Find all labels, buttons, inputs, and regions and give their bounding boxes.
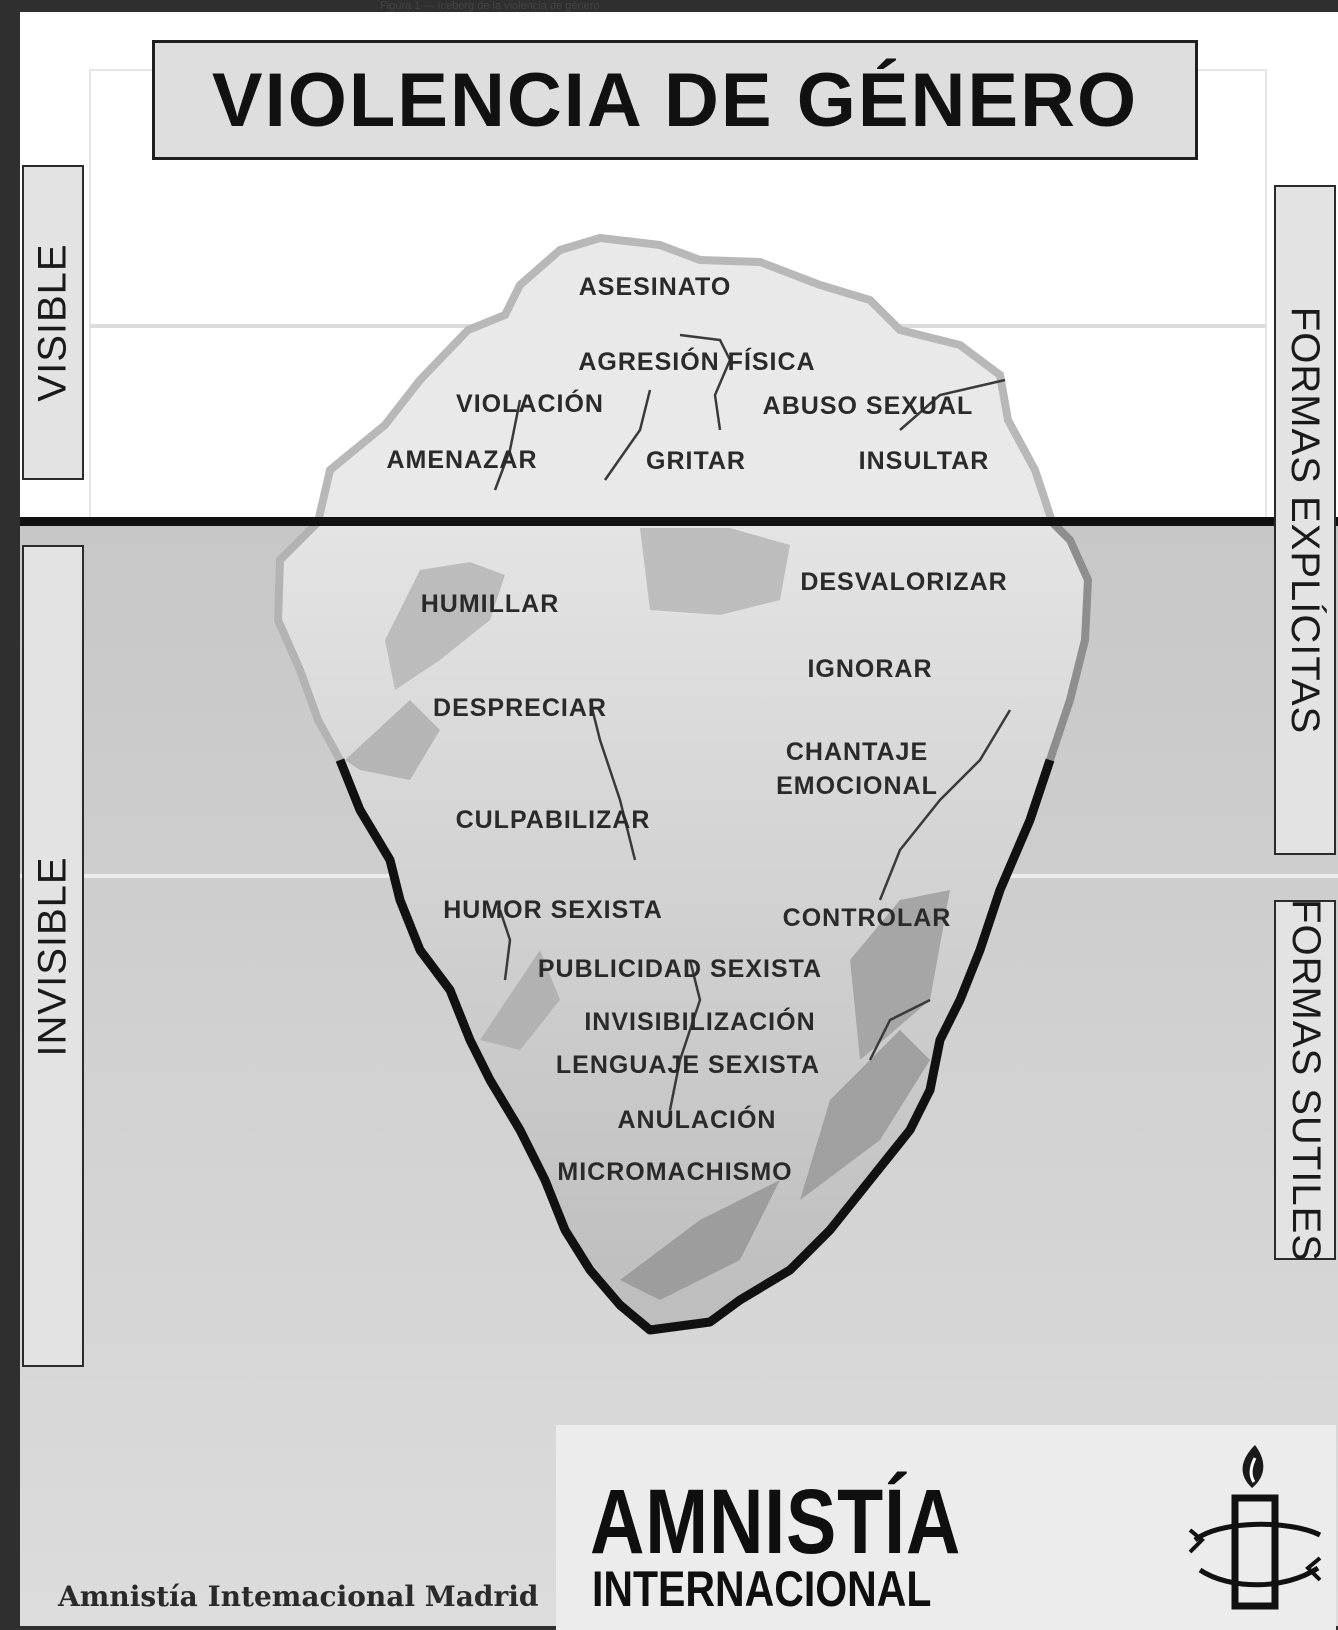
label-visible-text: VISIBLE	[30, 243, 75, 402]
label-visible: VISIBLE	[22, 165, 84, 480]
label-formas-explicitas: FORMAS EXPLÍCITAS	[1274, 185, 1336, 855]
iceberg-tip	[312, 233, 1058, 526]
candle-icon	[1188, 1445, 1322, 1610]
logo-main-text: AMNISTÍA	[590, 1471, 962, 1573]
title-box: VIOLENCIA DE GÉNERO	[152, 40, 1198, 160]
term-ignorar: IGNORAR	[807, 655, 932, 683]
term-controlar: CONTROLAR	[783, 904, 952, 932]
term-despreciar: DESPRECIAR	[433, 694, 607, 722]
term-publicidad-sexista: PUBLICIDAD SEXISTA	[538, 955, 822, 983]
term-gritar: GRITAR	[646, 447, 746, 475]
waterline	[20, 517, 1338, 526]
term-invisibilizacion: INVISIBILIZACIÓN	[584, 1006, 815, 1036]
term-humillar: HUMILLAR	[421, 590, 560, 618]
logo-sub-text: INTERNACIONAL	[592, 1561, 932, 1617]
logo-panel	[556, 1425, 1336, 1630]
term-insultar: INSULTAR	[859, 447, 990, 475]
term-agresion-fisica: AGRESIÓN FÍSICA	[578, 346, 815, 376]
footer-credit: Amnistía Intemacional Madrid	[58, 1580, 539, 1613]
term-culpabilizar: CULPABILIZAR	[456, 806, 651, 834]
term-lenguaje-sexista: LENGUAJE SEXISTA	[556, 1051, 820, 1079]
term-humor-sexista: HUMOR SEXISTA	[443, 896, 663, 924]
label-invisible: INVISIBLE	[22, 545, 84, 1367]
header-strip: Figura 1 — Iceberg de la violencia de gé…	[380, 0, 600, 12]
term-anulacion: ANULACIÓN	[618, 1104, 777, 1134]
term-desvalorizar: DESVALORIZAR	[800, 568, 1007, 596]
term-chantaje: CHANTAJE	[786, 738, 928, 766]
label-formas-sutiles-text: FORMAS SUTILES	[1283, 898, 1328, 1262]
label-formas-explicitas-text: FORMAS EXPLÍCITAS	[1283, 306, 1328, 734]
term-asesinato: ASESINATO	[579, 273, 732, 301]
term-amenazar: AMENAZAR	[386, 446, 537, 474]
iceberg-outline	[335, 758, 1055, 1335]
page-title: VIOLENCIA DE GÉNERO	[211, 57, 1139, 143]
term-emocional: EMOCIONAL	[776, 772, 938, 800]
term-abuso-sexual: ABUSO SEXUAL	[763, 392, 974, 420]
label-formas-sutiles: FORMAS SUTILES	[1274, 898, 1336, 1262]
term-violacion: VIOLACIÓN	[456, 388, 604, 418]
term-micromachismo: MICROMACHISMO	[557, 1158, 792, 1186]
label-invisible-text: INVISIBLE	[30, 855, 75, 1057]
